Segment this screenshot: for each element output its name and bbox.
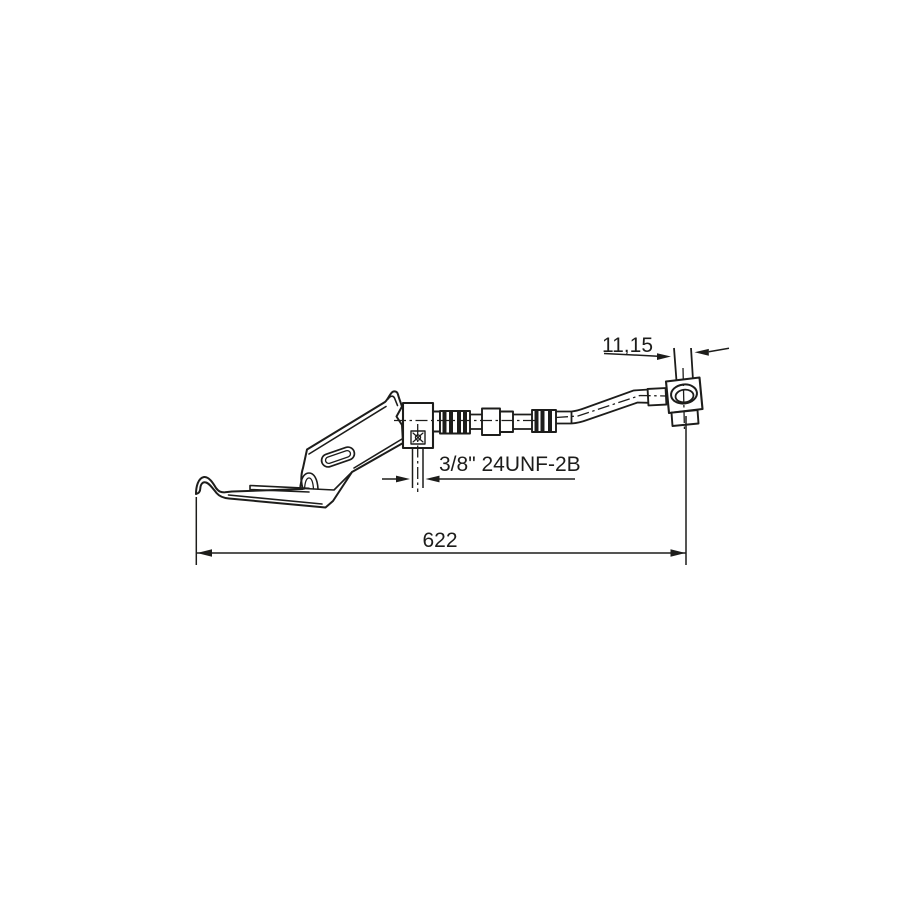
end-fitting [664,347,704,433]
hose-centerline-2 [555,394,667,419]
middle-fitting-step [432,410,441,433]
bracket-foot-step [249,484,310,493]
bracket-outline [195,390,404,509]
hose-bend-lower [571,401,650,425]
hose-clamp-large [481,407,501,436]
dim-622-label: 622 [422,529,457,552]
hose-bend-upper [571,388,650,413]
dim-thread-arrow-right [425,475,440,483]
hose-tube-2 [513,413,532,430]
bleeder-valve [410,430,426,445]
dimension-622: 622 [195,416,687,565]
dim-11-15-arrow-left [657,353,671,360]
dim-11-15-label: 11,15 [602,334,653,357]
dim-thread-label: 3/8" 24UNF-2B [439,453,581,476]
end-fitting-lower-tier [670,409,700,427]
dim-622-arrow-left [197,549,212,557]
hose-tube-1 [470,413,482,430]
mounting-bracket [195,390,404,509]
bracket-fold-upper [308,405,387,455]
dim-11-15-right-line [708,347,730,353]
hose-clamp-small [499,410,514,433]
dim-11-15-leader [603,352,659,357]
dimension-11-15: 11,15 [602,334,730,360]
hose-assembly [394,387,668,492]
dim-622-arrow-right [670,549,686,557]
dimension-thread: 3/8" 24UNF-2B [382,453,581,483]
hose-tube-3 [556,410,573,425]
bracket-dome-bump-inner [303,477,315,490]
crimp-collar-b [531,409,557,433]
bracket-fold-lower [353,438,403,469]
bracket-tip-curl [387,395,399,407]
thread-stem-lines [411,448,424,488]
dim-thread-arrow-left [396,475,410,483]
dim-11-15-arrow-right [694,348,709,356]
bracket-foot-inner-edge [227,494,323,505]
bracket-dome-bump [299,472,319,490]
bracket-slot [320,446,356,468]
end-fitting-centerline [682,367,686,433]
end-connector-bar [646,387,668,407]
crimp-collar-a [439,410,471,435]
end-stem-lines [673,347,694,382]
